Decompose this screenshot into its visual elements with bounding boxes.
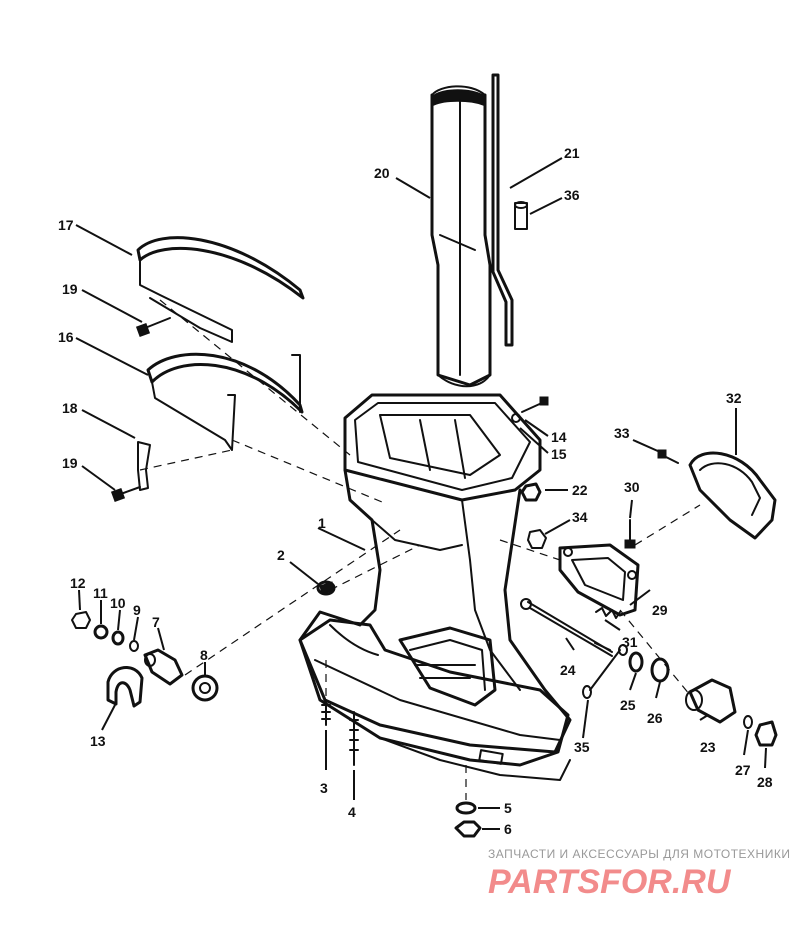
trunnion-7 bbox=[143, 648, 184, 686]
callout-6: 6 bbox=[504, 821, 512, 837]
callout-12: 12 bbox=[70, 575, 86, 591]
driveshaft-housing bbox=[298, 393, 572, 781]
water-tube bbox=[491, 73, 514, 347]
callout-16: 16 bbox=[58, 329, 74, 345]
callout-23: 23 bbox=[700, 739, 716, 755]
nut-12 bbox=[71, 611, 91, 629]
callout-26: 26 bbox=[647, 710, 663, 726]
clip-35 bbox=[582, 644, 628, 699]
cover-plate bbox=[558, 543, 640, 617]
seal-strip-upper bbox=[136, 236, 305, 343]
washer-5 bbox=[455, 801, 477, 815]
washer-27 bbox=[743, 715, 753, 729]
grommet bbox=[514, 201, 528, 230]
washer-11 bbox=[93, 624, 109, 640]
callout-36: 36 bbox=[564, 187, 580, 203]
callout-3: 3 bbox=[320, 780, 328, 796]
watermark-logo: PARTSFOR.RU bbox=[488, 863, 732, 901]
callout-17: 17 bbox=[58, 217, 74, 233]
stud-24 bbox=[520, 598, 613, 657]
screw-19-lower bbox=[110, 486, 141, 503]
nut-34 bbox=[527, 529, 547, 549]
washer-10 bbox=[111, 630, 125, 646]
watermark: ЗАПЧАСТИ И АКСЕССУАРЫ ДЛЯ МОТОТЕХНИКИ PA… bbox=[488, 847, 790, 901]
callout-labels: 1 2 3 4 5 6 7 8 9 10 11 12 13 14 15 16 1… bbox=[58, 145, 773, 837]
nut-6 bbox=[454, 820, 482, 838]
callout-24: 24 bbox=[560, 662, 576, 678]
nut-22 bbox=[520, 482, 542, 502]
leader-lines bbox=[75, 157, 767, 830]
callout-32: 32 bbox=[726, 390, 742, 406]
callout-29: 29 bbox=[652, 602, 668, 618]
callout-10: 10 bbox=[110, 595, 126, 611]
screw-30 bbox=[624, 519, 636, 549]
callout-28: 28 bbox=[757, 774, 773, 790]
plug-2 bbox=[316, 580, 336, 596]
washer-25 bbox=[628, 651, 644, 673]
callout-22: 22 bbox=[572, 482, 588, 498]
callout-19-upper: 19 bbox=[62, 281, 78, 297]
nut-28 bbox=[754, 720, 778, 747]
callout-7: 7 bbox=[152, 614, 160, 630]
washer-9 bbox=[129, 640, 139, 652]
callout-25: 25 bbox=[620, 697, 636, 713]
callout-21: 21 bbox=[564, 145, 580, 161]
callout-2: 2 bbox=[277, 547, 285, 563]
stud-3 bbox=[321, 699, 331, 726]
callout-27: 27 bbox=[735, 762, 751, 778]
exhaust-tube bbox=[430, 85, 492, 388]
callout-8: 8 bbox=[200, 647, 208, 663]
callout-14: 14 bbox=[551, 429, 567, 445]
callout-13: 13 bbox=[90, 733, 106, 749]
callout-31: 31 bbox=[622, 634, 638, 650]
callout-19-lower: 19 bbox=[62, 455, 78, 471]
bushing-8 bbox=[191, 674, 219, 702]
bracket-13 bbox=[106, 666, 144, 708]
callout-5: 5 bbox=[504, 800, 512, 816]
callout-35: 35 bbox=[574, 739, 590, 755]
screw-14 bbox=[521, 396, 549, 413]
callout-11: 11 bbox=[93, 585, 108, 601]
callout-15: 15 bbox=[551, 446, 567, 462]
callout-30: 30 bbox=[624, 479, 640, 495]
stud-4 bbox=[349, 711, 359, 766]
clip-bracket bbox=[137, 441, 151, 491]
seal-strip-lower bbox=[146, 352, 304, 451]
callout-18: 18 bbox=[62, 400, 78, 416]
washer-15 bbox=[511, 413, 521, 423]
callout-20: 20 bbox=[374, 165, 390, 181]
callout-34: 34 bbox=[572, 509, 588, 525]
washer-26 bbox=[650, 657, 670, 683]
screw-19-upper bbox=[135, 317, 171, 338]
anode-23 bbox=[685, 678, 737, 724]
screw-33 bbox=[657, 449, 679, 464]
trim-tab bbox=[688, 451, 777, 540]
callout-9: 9 bbox=[133, 602, 141, 618]
alignment-lines bbox=[139, 299, 701, 800]
callout-1: 1 bbox=[318, 515, 326, 531]
spring-31 bbox=[595, 607, 621, 619]
callout-4: 4 bbox=[348, 804, 356, 820]
watermark-tagline: ЗАПЧАСТИ И АКСЕССУАРЫ ДЛЯ МОТОТЕХНИКИ bbox=[488, 847, 790, 861]
callout-33: 33 bbox=[614, 425, 630, 441]
